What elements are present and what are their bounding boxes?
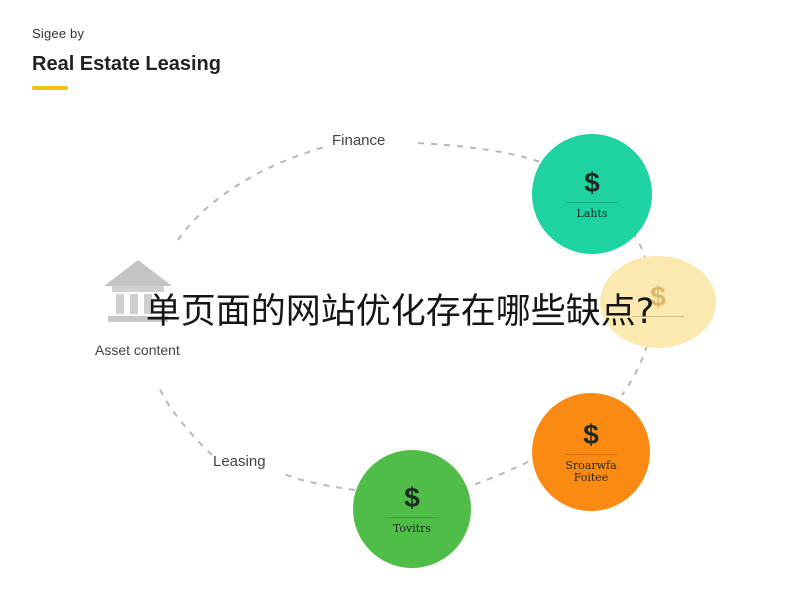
node-divider: [565, 454, 617, 455]
node-yellow: $: [600, 256, 716, 348]
node-caption: Sroarwfa Foitee: [565, 459, 617, 484]
house-icon: [104, 260, 172, 322]
node-caption: Lahts: [576, 207, 608, 220]
node-teal: $ Lahts: [532, 134, 652, 254]
node-divider: [632, 316, 684, 317]
dollar-icon: $: [650, 281, 666, 312]
node-divider: [386, 517, 438, 518]
title-accent-bar: [32, 86, 68, 90]
header-subtitle: Sigee by: [32, 26, 85, 41]
node-orange: $ Sroarwfa Foitee: [532, 393, 650, 511]
label-finance: Finance: [332, 132, 386, 149]
label-asset-content: Asset content: [95, 342, 180, 358]
label-leasing: Leasing: [213, 453, 266, 470]
dollar-icon: $: [583, 419, 599, 450]
page-title: Real Estate Leasing: [32, 53, 221, 75]
dollar-icon: $: [584, 167, 600, 198]
dollar-icon: $: [404, 482, 420, 513]
node-green: $ Tovitrs: [353, 450, 471, 568]
node-divider: [566, 202, 618, 203]
header: Sigee by Real Estate Leasing: [32, 26, 221, 90]
overlay-question-text: 单页面的网站优化存在哪些缺点?: [145, 291, 655, 332]
node-caption: Tovitrs: [392, 522, 432, 535]
